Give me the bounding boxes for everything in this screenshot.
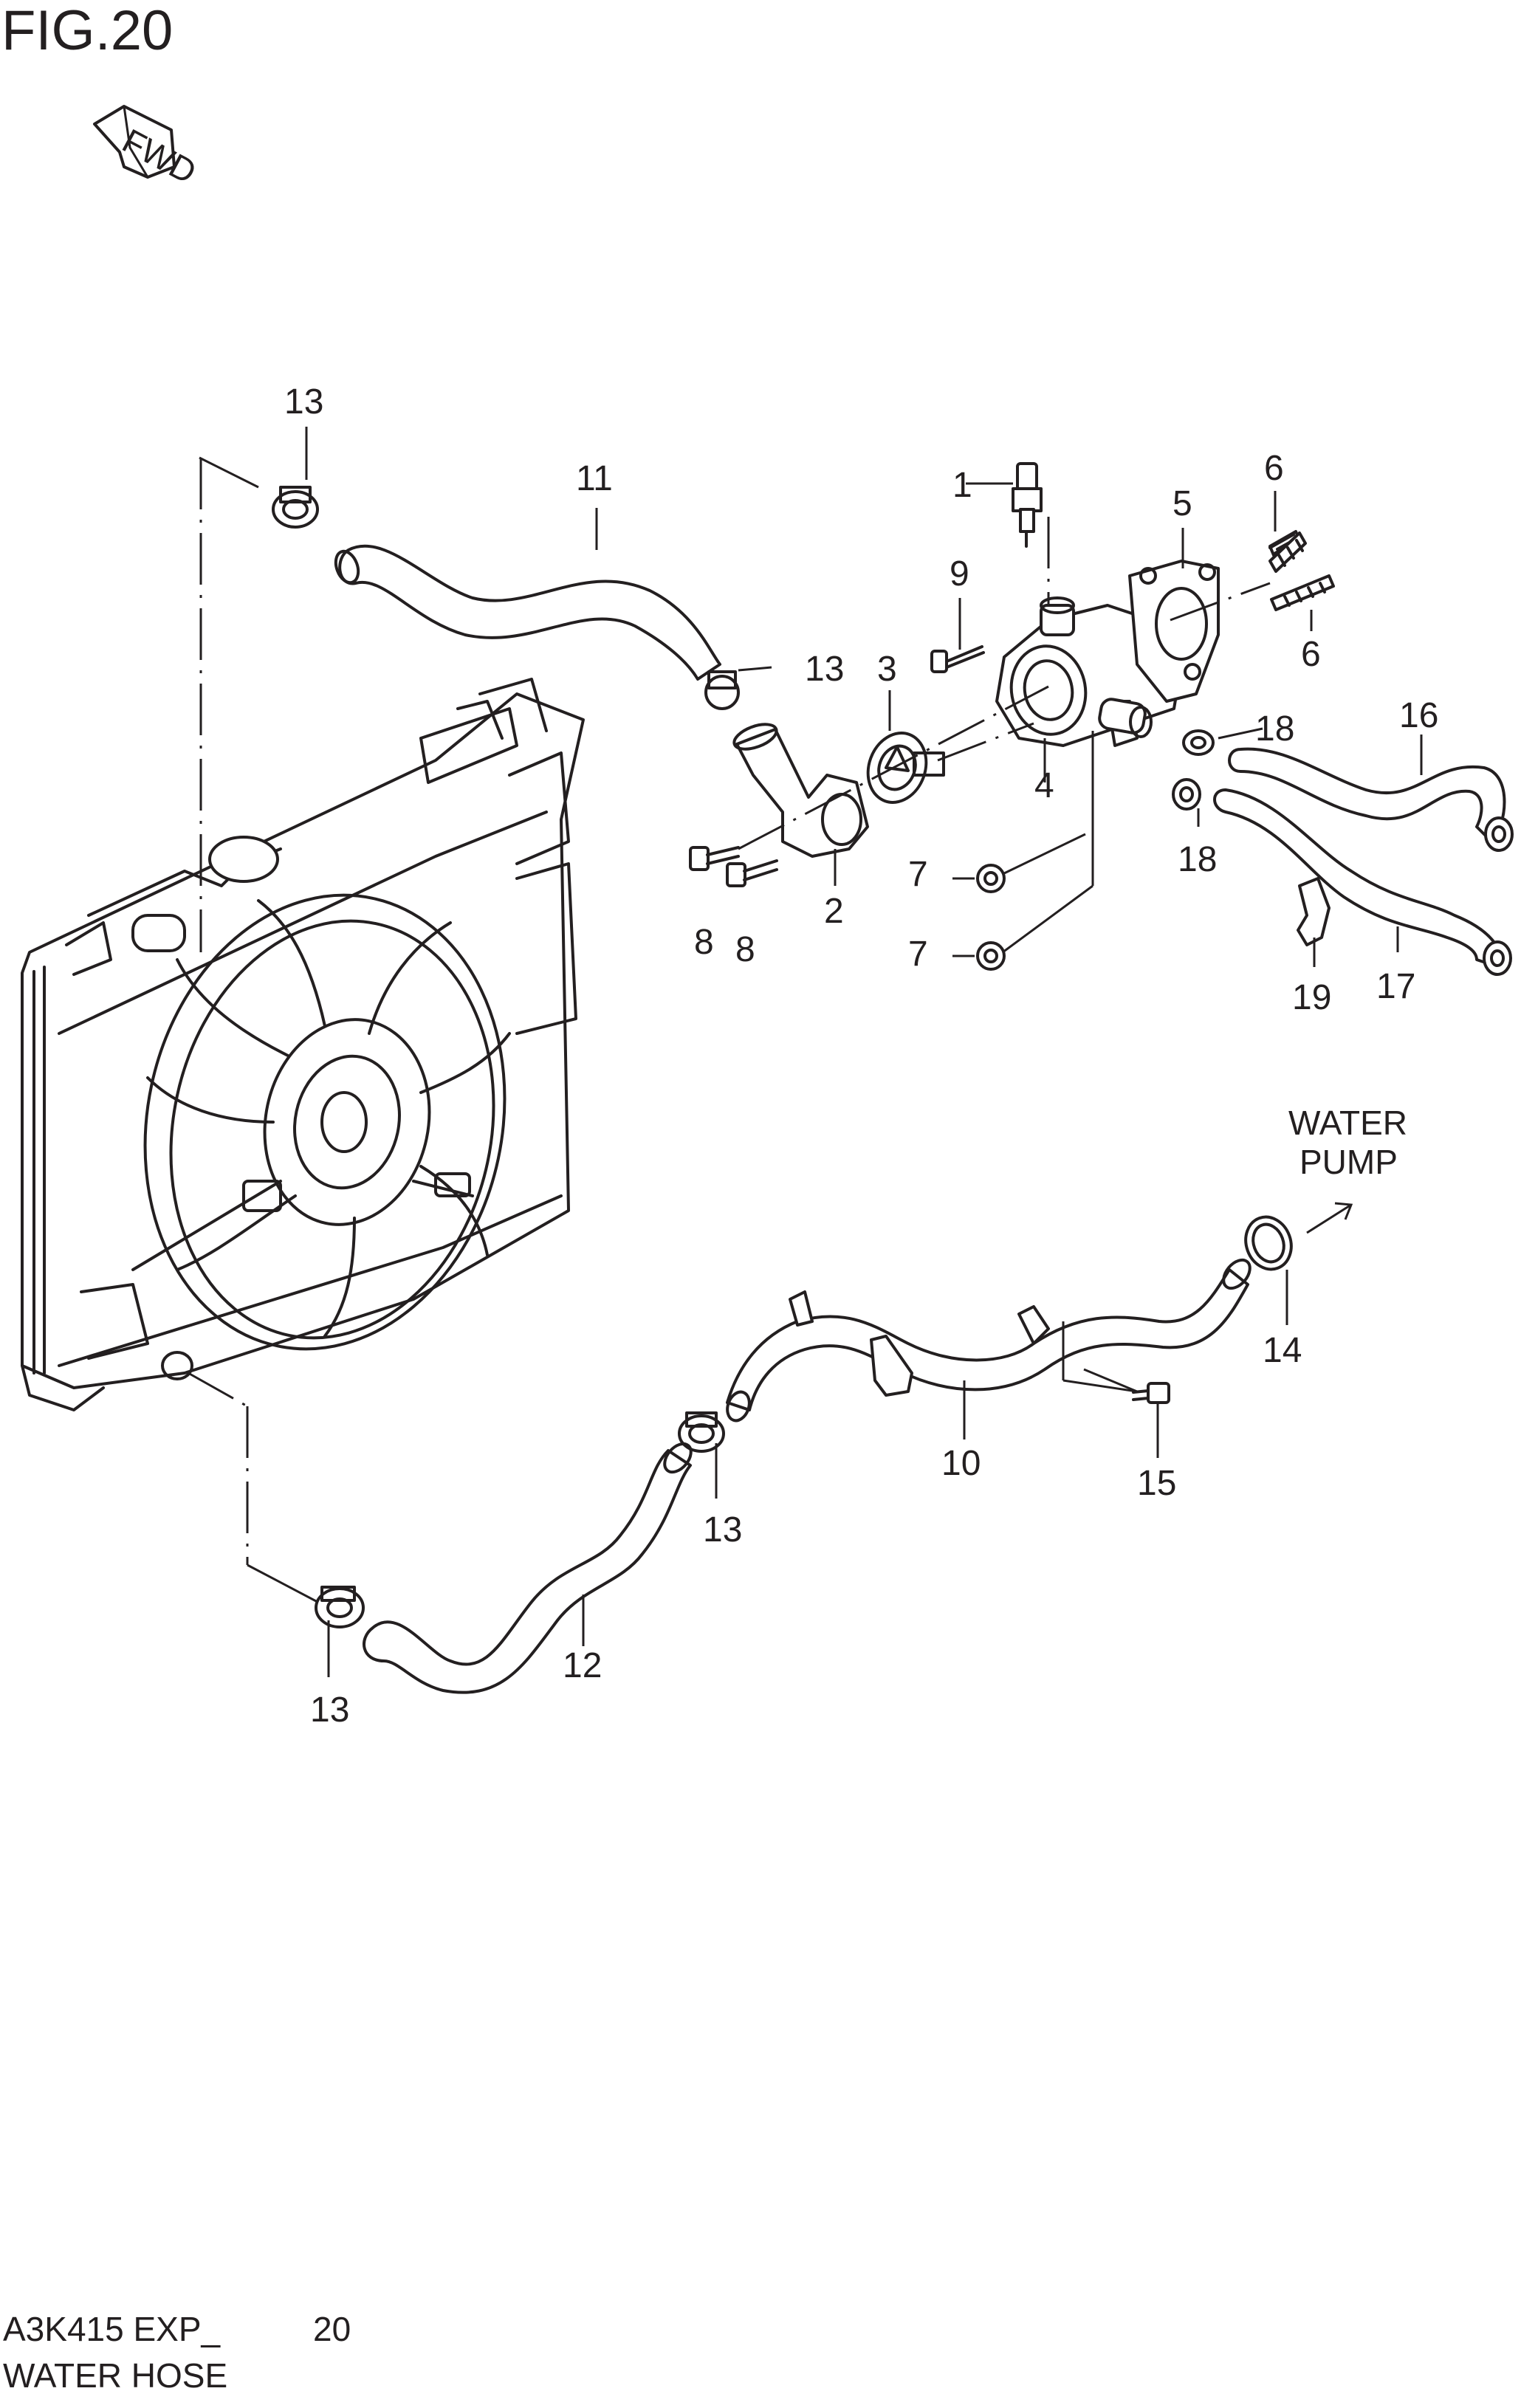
- footer-page-number: 20: [313, 2310, 351, 2348]
- bolt-left-2: [726, 859, 778, 887]
- thermostat: [866, 732, 945, 804]
- callout-9: 9: [950, 554, 969, 594]
- callout-13-upper-right: 13: [805, 650, 844, 689]
- callout-14: 14: [1263, 1331, 1302, 1370]
- callout-13-lower-left: 13: [310, 1690, 349, 1730]
- hose-clamp-lower-middle: [678, 1411, 725, 1453]
- callout-1: 1: [952, 466, 972, 505]
- water-pump-note-line-1: WATER: [1288, 1104, 1407, 1142]
- bolt-upper: [930, 645, 985, 673]
- callout-17: 17: [1376, 967, 1415, 1006]
- leader-lines: [188, 427, 1423, 1677]
- callout-18-upper: 18: [1255, 709, 1294, 749]
- callout-7-lower: 7: [908, 935, 928, 974]
- callout-13-upper-left: 13: [284, 382, 323, 422]
- water-temperature-sensor: [1012, 462, 1043, 548]
- pipe-bracket-top: [789, 1290, 814, 1327]
- callout-19: 19: [1292, 978, 1331, 1017]
- stud-lower: [1270, 574, 1335, 611]
- radiator-fan-assembly: [21, 678, 585, 1411]
- nut-lower: [976, 941, 1006, 971]
- heater-outlet-hose: [1213, 788, 1503, 969]
- hose-clamp-lower-left: [315, 1586, 365, 1628]
- callout-13-lower-middle: 13: [703, 1510, 742, 1549]
- callout-10: 10: [941, 1444, 981, 1483]
- callout-15: 15: [1137, 1464, 1176, 1503]
- pipe-bracket-right: [1017, 1305, 1050, 1345]
- callout-12: 12: [563, 1646, 602, 1685]
- heater-inlet-hose: [1228, 747, 1506, 843]
- callout-2: 2: [824, 892, 844, 931]
- upper-radiator-hose: [338, 544, 721, 681]
- callout-11: 11: [576, 459, 613, 498]
- nut-upper: [976, 864, 1006, 893]
- water-outlet-cap: [732, 723, 869, 858]
- hose-clamp-upper-right: [704, 670, 740, 710]
- stud-upper-thread: [1268, 532, 1307, 573]
- hose-clip: [1297, 877, 1331, 946]
- forward-arrow-icon: FWD: [93, 105, 202, 191]
- callout-6-upper: 6: [1264, 449, 1284, 488]
- callout-16: 16: [1399, 696, 1438, 735]
- callout-18-lower: 18: [1178, 840, 1217, 879]
- hose-clamp-heater-upper: [1484, 816, 1514, 852]
- o-ring: [1244, 1215, 1293, 1271]
- footer-model-code: A3K415 EXP_: [3, 2310, 221, 2348]
- callout-5: 5: [1172, 484, 1192, 523]
- callout-7-upper: 7: [908, 855, 928, 894]
- water-pump-direction-arrow: [1306, 1202, 1353, 1234]
- callout-8-right: 8: [735, 930, 755, 969]
- callout-4: 4: [1034, 766, 1054, 805]
- water-pump-note-line-2: PUMP: [1299, 1143, 1398, 1181]
- small-clamp-upper: [1182, 729, 1215, 756]
- pipe-bracket-left: [870, 1335, 913, 1397]
- callout-6-lower: 6: [1301, 635, 1321, 674]
- callout-8-left: 8: [694, 923, 714, 962]
- footer-section-name: WATER HOSE: [3, 2356, 228, 2395]
- small-clamp-lower: [1172, 778, 1201, 811]
- bolt-left-1: [689, 846, 740, 871]
- hose-clamp-heater-lower: [1483, 940, 1512, 976]
- hose-clamp-upper-left: [272, 486, 319, 529]
- callout-3: 3: [877, 650, 897, 689]
- figure-title: FIG.20: [1, 0, 174, 62]
- lower-radiator-hose: [363, 1449, 692, 1694]
- pipe-bolt: [1132, 1382, 1170, 1404]
- housing-gasket: [1128, 560, 1220, 703]
